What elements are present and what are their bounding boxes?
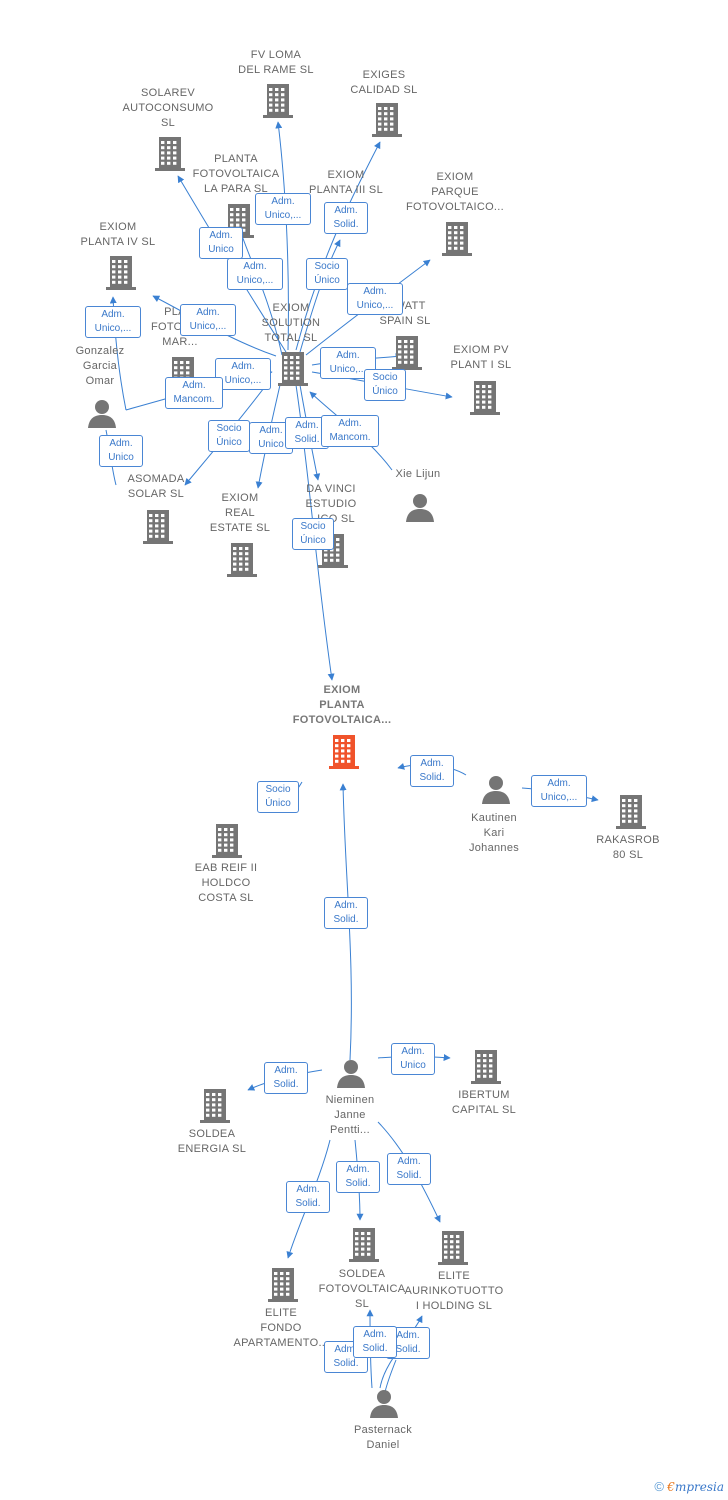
node-label-eab: EAB REIF II HOLDCO COSTA SL bbox=[194, 862, 258, 904]
main-company-building-icon[interactable] bbox=[329, 735, 359, 774]
node-label-rakasrob: RAKASROB 80 SL bbox=[596, 834, 660, 861]
role-badge[interactable]: Socio Único bbox=[257, 781, 299, 813]
role-badge[interactable]: Adm. Solid. bbox=[353, 1326, 397, 1358]
node-label-nieminen: Nieminen Janne Pentti... bbox=[325, 1094, 375, 1136]
role-badge[interactable]: Adm. Unico,... bbox=[215, 358, 271, 390]
node-label-exiom-real: EXIOM REAL ESTATE SL bbox=[209, 492, 271, 534]
exiom-solution-building-icon[interactable] bbox=[278, 352, 308, 391]
role-badge[interactable]: Adm. Solid. bbox=[264, 1062, 308, 1094]
role-badge[interactable]: Adm. Unico,... bbox=[255, 193, 311, 225]
gonzalez-person-icon[interactable] bbox=[87, 398, 117, 433]
exiom-parque-building-icon[interactable] bbox=[442, 222, 472, 261]
role-badge[interactable]: Adm. Unico,... bbox=[531, 775, 587, 807]
exiom-real-building-icon[interactable] bbox=[227, 543, 257, 582]
node-label-kautinen: Kautinen Kari Johannes bbox=[468, 812, 520, 854]
node-label-exiom-solution: EXIOM SOLUTION TOTAL SL bbox=[261, 302, 321, 344]
node-label-soldea-foto: SOLDEA FOTOVOLTAICA SL bbox=[318, 1268, 406, 1310]
elite-fondo-building-icon[interactable] bbox=[268, 1268, 298, 1307]
rakasrob-building-icon[interactable] bbox=[616, 795, 646, 834]
empresia-logo: © €mpresia bbox=[654, 1479, 724, 1494]
soldea-foto-building-icon[interactable] bbox=[349, 1228, 379, 1267]
solarev-building-icon[interactable] bbox=[155, 137, 185, 176]
role-badge[interactable]: Socio Único bbox=[306, 258, 348, 290]
role-badge[interactable]: Adm. Unico,... bbox=[85, 306, 141, 338]
pasternack-person-icon[interactable] bbox=[369, 1388, 399, 1423]
node-label-exiges: EXIGES CALIDAD SL bbox=[350, 69, 418, 96]
exiges-building-icon[interactable] bbox=[372, 103, 402, 142]
watt-spain-building-icon[interactable] bbox=[392, 336, 422, 375]
node-label-main: EXIOM PLANTA FOTOVOLTAICA... bbox=[292, 684, 392, 726]
role-badge[interactable]: Adm. Solid. bbox=[410, 755, 454, 787]
fv-loma-building-icon[interactable] bbox=[263, 84, 293, 123]
node-label-exiom-parque: EXIOM PARQUE FOTOVOLTAICO... bbox=[405, 171, 504, 213]
role-badge[interactable]: Adm. Solid. bbox=[286, 1181, 330, 1213]
node-label-fv-loma: FV LOMA DEL RAME SL bbox=[238, 49, 314, 76]
soldea-energia-building-icon[interactable] bbox=[200, 1089, 230, 1128]
kautinen-person-icon[interactable] bbox=[481, 774, 511, 809]
role-badge[interactable]: Adm. Unico,... bbox=[227, 258, 283, 290]
node-label-elite-fondo: ELITE FONDO APARTAMENTO... bbox=[233, 1307, 329, 1349]
node-label-planta-la-para: PLANTA FOTOVOLTAICA LA PARA SL bbox=[192, 153, 280, 195]
node-label-pasternack: Pasternack Daniel bbox=[353, 1424, 413, 1451]
node-label-exiom-planta-iii: EXIOM PLANTA III SL bbox=[308, 169, 383, 196]
node-label-soldea-energia: SOLDEA ENERGIA SL bbox=[177, 1128, 247, 1155]
role-badge[interactable]: Adm. Unico bbox=[199, 227, 243, 259]
node-label-ibertum: IBERTUM CAPITAL SL bbox=[451, 1089, 517, 1116]
role-badge[interactable]: Adm. Solid. bbox=[324, 897, 368, 929]
role-badge[interactable]: Socio Único bbox=[364, 369, 406, 401]
role-badge[interactable]: Socio Único bbox=[292, 518, 334, 550]
node-label-exiom-planta-iv: EXIOM PLANTA IV SL bbox=[80, 221, 156, 248]
role-badge[interactable]: Adm. Solid. bbox=[387, 1153, 431, 1185]
role-badge[interactable]: Adm. Mancom. bbox=[165, 377, 223, 409]
ibertum-building-icon[interactable] bbox=[471, 1050, 501, 1089]
node-label-xie: Xie Lijun bbox=[395, 468, 441, 480]
node-label-exiom-pv: EXIOM PV PLANT I SL bbox=[450, 344, 512, 371]
node-label-solarev: SOLAREV AUTOCONSUMO SL bbox=[122, 87, 214, 129]
role-badge[interactable]: Adm. Unico,... bbox=[347, 283, 403, 315]
node-label-gonzalez: Gonzalez Garcia Omar bbox=[75, 345, 125, 387]
role-badge[interactable]: Adm. Unico bbox=[99, 435, 143, 467]
role-badge[interactable]: Adm. Unico,... bbox=[180, 304, 236, 336]
eab-building-icon[interactable] bbox=[212, 824, 242, 863]
exiom-planta-iv-building-icon[interactable] bbox=[106, 256, 136, 295]
node-label-elite-aurinko: ELITE AURINKOTUOTTO I HOLDING SL bbox=[404, 1270, 504, 1312]
nieminen-person-icon[interactable] bbox=[336, 1058, 366, 1093]
exiom-pv-building-icon[interactable] bbox=[470, 381, 500, 420]
elite-aurinko-building-icon[interactable] bbox=[438, 1231, 468, 1270]
asomada-building-icon[interactable] bbox=[143, 510, 173, 549]
role-badge[interactable]: Adm. Solid. bbox=[324, 202, 368, 234]
role-badge[interactable]: Adm. Unico bbox=[391, 1043, 435, 1075]
role-badge[interactable]: Socio Único bbox=[208, 420, 250, 452]
role-badge[interactable]: Adm. Mancom. bbox=[321, 415, 379, 447]
xie-person-icon[interactable] bbox=[405, 492, 435, 527]
role-badge[interactable]: Adm. Solid. bbox=[336, 1161, 380, 1193]
node-label-asomada: ASOMADA SOLAR SL bbox=[127, 473, 185, 500]
